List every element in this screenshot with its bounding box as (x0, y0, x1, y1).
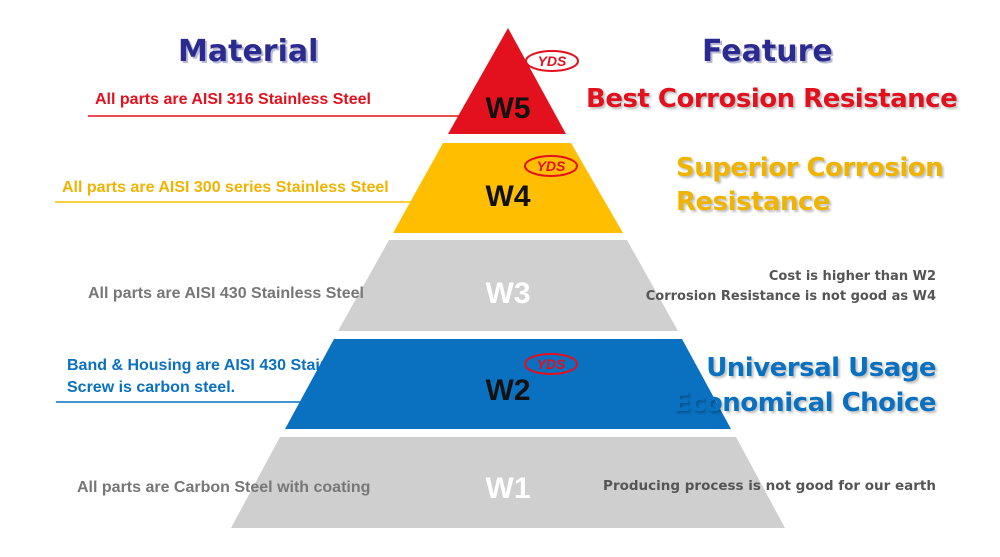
level-label-w3: W3 (485, 277, 531, 310)
feature-w2-line1: Universal Usage (706, 353, 936, 383)
yds-logo-icon: YDS (524, 353, 578, 375)
feature-w3-line2: Corrosion Resistance is not good as W4 (645, 289, 936, 304)
level-label-w5: W5 (485, 92, 531, 125)
feature-w1: Producing process is not good for our ea… (603, 478, 936, 494)
feature-w2-line2: Economical Choice (672, 388, 937, 418)
feature-w3-line1: Cost is higher than W2 (768, 269, 936, 284)
pyramid-tier-w3 (338, 240, 678, 331)
material-w3: All parts are AISI 430 Stainless Steel (88, 285, 364, 302)
pyramid-tier-w5 (448, 28, 566, 134)
pyramid-tier-w1 (231, 437, 785, 528)
level-label-w4: W4 (485, 180, 531, 213)
feature-header: Feature (702, 34, 833, 69)
material-header: Material (178, 34, 319, 69)
level-label-w2: W2 (485, 374, 531, 407)
yds-logo-text: YDS (538, 53, 567, 69)
feature-w5: Best Corrosion Resistance (586, 84, 958, 114)
yds-logo-icon: YDS (525, 50, 579, 72)
yds-logo-text: YDS (537, 356, 566, 372)
material-w4: All parts are AISI 300 series Stainless … (62, 179, 389, 196)
material-w5: All parts are AISI 316 Stainless Steel (95, 91, 371, 108)
material-w2-line2: Screw is carbon steel. (67, 379, 236, 396)
feature-w4-line2: Resistance (676, 187, 831, 217)
yds-logo-text: YDS (537, 158, 566, 174)
pyramid-tier-w4 (393, 143, 623, 233)
feature-w4-line1: Superior Corrosion (676, 153, 944, 183)
pyramid-tier-w2 (285, 339, 731, 429)
material-w1: All parts are Carbon Steel with coating (77, 479, 371, 496)
material-w2-line1: Band & Housing are AISI 430 Stainless st… (67, 357, 407, 374)
yds-logo-icon: YDS (524, 155, 578, 177)
level-label-w1: W1 (485, 472, 531, 505)
